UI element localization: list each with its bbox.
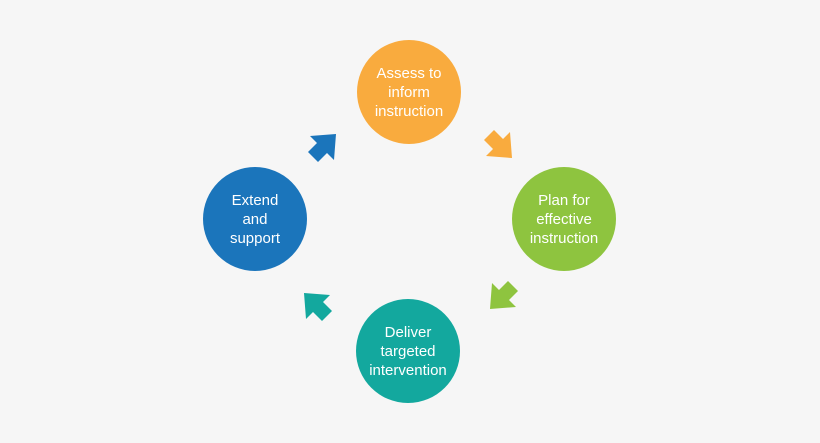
assess-label: Assess to inform instruction <box>374 64 444 120</box>
arrow-up-left-icon <box>304 293 332 321</box>
extend-node: Extend and support <box>203 167 307 271</box>
assess-node: Assess to inform instruction <box>357 40 461 144</box>
extend-label: Extend and support <box>229 191 281 247</box>
plan-node: Plan for effective instruction <box>512 167 616 271</box>
plan-label: Plan for effective instruction <box>529 191 599 247</box>
arrow-down-left-icon <box>490 281 518 309</box>
deliver-node: Deliver targeted intervention <box>356 299 460 403</box>
arrow-up-right-icon <box>308 134 336 162</box>
arrow-down-right-icon <box>484 130 512 158</box>
deliver-label: Deliver targeted intervention <box>369 323 447 379</box>
